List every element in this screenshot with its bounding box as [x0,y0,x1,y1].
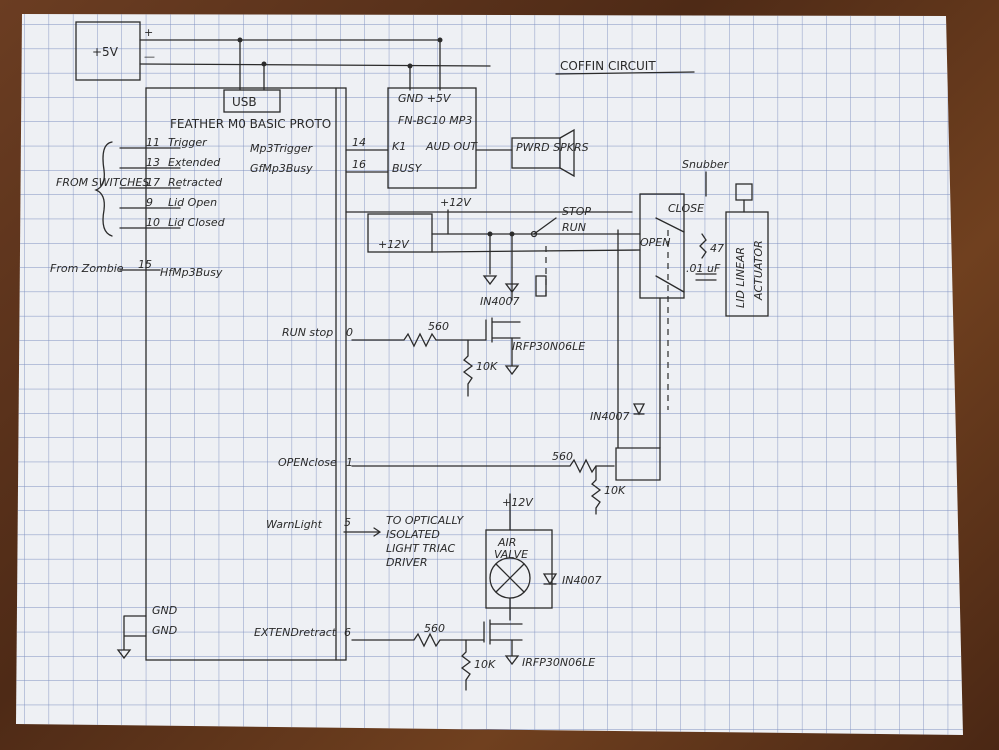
mp3-power-label: GND +5V [398,92,452,105]
svg-text:14: 14 [352,136,366,149]
open-label: OPEN [640,236,670,249]
openclose-pin: OPENclose [278,456,337,469]
snubber-capacitor: .01 uF [686,262,721,275]
svg-text:ACTUATOR: ACTUATOR [752,240,765,301]
warnlight-pin: WarnLight [266,518,323,531]
svg-text:Lid Open: Lid Open [168,196,217,209]
svg-text:VALVE: VALVE [494,548,528,561]
snubber-resistor [699,233,707,259]
mp3-k1-pin: K1 [392,140,406,153]
svg-text:11: 11 [146,136,160,149]
resistor-560-1: 560 [428,320,449,333]
air-valve [485,529,553,609]
usb-label: USB [232,95,257,109]
hfmp3busy-pin: HfMp3Busy [160,266,223,279]
fmp3busy-pin: GfMp3Busy [250,162,313,175]
from-switches-label: FROM SWITCHES [56,176,149,189]
svg-text:DRIVER: DRIVER [386,556,427,569]
svg-text:16: 16 [352,158,366,171]
svg-text:10: 10 [146,216,160,229]
svg-text:17: 17 [146,176,160,189]
svg-text:9: 9 [146,196,153,209]
feather-m0-board [145,87,347,661]
lid-linear-actuator [725,211,769,317]
resistor-560-2: 560 [552,450,573,463]
diagram-title: COFFIN CIRCUIT [560,59,656,73]
resistor-10k-1: 10K [476,360,498,373]
powered-speakers [511,137,561,169]
gnd-pin-2: GND [152,624,177,637]
svg-text:AIR: AIR [497,536,516,549]
svg-text:Retracted: Retracted [168,176,223,189]
usb-connector [223,89,281,113]
svg-text:6: 6 [344,626,351,639]
mosfet-openclose [615,447,661,481]
minus-terminal: — [144,50,155,63]
svg-text:5: 5 [344,516,351,529]
mp3-audout-pin: AUD OUT [425,140,478,153]
resistor-10k-3: 10K [474,658,496,671]
dpdt-relay [639,193,685,299]
svg-text:Extended: Extended [168,156,221,169]
feather-board-label: FEATHER M0 BASIC PROTO [170,117,331,131]
regulator-label: +12V [378,238,410,251]
svg-text:LIGHT TRIAC: LIGHT TRIAC [386,542,456,555]
extendretract-pin: EXTENDretract [254,626,337,639]
close-label: CLOSE [668,202,704,215]
svg-text:ISOLATED: ISOLATED [386,528,440,541]
resistor-10k-2: 10K [604,484,626,497]
mp3-module [387,87,477,189]
resistor-560-3: 560 [424,622,445,635]
from-zombie-label: From Zombie [50,262,124,275]
plus12v-label: +12V [440,196,472,209]
snubber-label: Snubber [682,158,730,171]
svg-text:47: 47 [710,242,724,255]
svg-text:15: 15 [138,258,152,271]
svg-text:Trigger: Trigger [168,136,208,149]
triac-driver-note: TO OPTICALLY [386,514,465,527]
speakers-label: PWRD SPKRS [516,141,589,154]
diode-in4007-1: IN4007 [480,295,519,308]
mosfet-irfp30n06le-1: IRFP30N06LE [512,340,585,353]
gnd-pin-1: GND [152,604,177,617]
svg-text:LID LINEAR: LID LINEAR [734,247,747,308]
svg-text:13: 13 [146,156,160,169]
plus12v-valve-label: +12V [502,496,534,509]
run-label: RUN [562,221,586,234]
mp3trigger-pin: Mp3Trigger [250,142,314,155]
mp3-busy-pin: BUSY [392,162,423,175]
switch-input-pins: 11 Trigger 13 Extended 17 Retracted 9 Li… [119,136,226,229]
plus-terminal: + [144,26,153,39]
diode-in4007-2: IN4007 [590,410,629,423]
runstop-pin: RUN stop [282,326,333,339]
mp3-module-label: FN-BC10 MP3 [398,114,472,127]
svg-text:1: 1 [346,456,353,469]
supply-label: +5V [92,45,119,59]
diode-in4007-3: IN4007 [562,574,601,587]
svg-text:0: 0 [346,326,353,339]
mosfet-irfp30n06le-2: IRFP30N06LE [522,656,595,669]
svg-text:Lid Closed: Lid Closed [168,216,226,229]
power-supply-5v [75,21,141,81]
regulator-12v [367,213,433,253]
